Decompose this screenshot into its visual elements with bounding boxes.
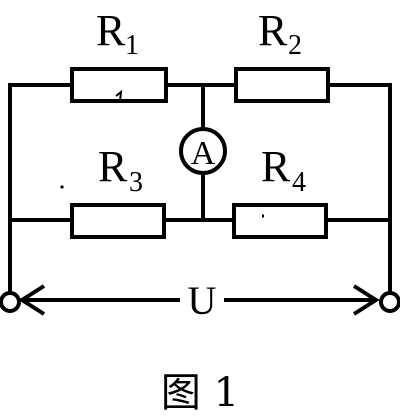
r1-label: R (96, 6, 126, 55)
right-terminal (379, 291, 400, 313)
r1-mark (115, 89, 123, 102)
r4-label: R (261, 142, 291, 191)
voltage-label: U (188, 278, 217, 323)
resistor-r2 (234, 67, 330, 103)
figure-caption: 图 1 (0, 360, 400, 418)
stray-dot (60, 185, 64, 189)
resistor-r3 (70, 203, 166, 239)
r3-subscript: 3 (129, 167, 143, 198)
left-terminal (0, 291, 21, 313)
caption-number: 1 (213, 370, 240, 416)
resistor-r1 (70, 67, 168, 103)
caption-prefix: 图 (160, 370, 201, 416)
voltage-arrow-right-head (352, 284, 380, 316)
r3-label: R (98, 142, 128, 191)
r2-label: R (258, 6, 288, 55)
voltage-arrow-left-head (18, 284, 46, 316)
caption-gap (201, 370, 214, 416)
r2-subscript: 2 (288, 30, 302, 61)
ammeter-label: A (191, 135, 216, 172)
r4-subscript: 4 (292, 167, 306, 198)
r1-subscript: 1 (125, 30, 139, 61)
resistor-r4 (232, 203, 328, 239)
ammeter (179, 127, 227, 175)
